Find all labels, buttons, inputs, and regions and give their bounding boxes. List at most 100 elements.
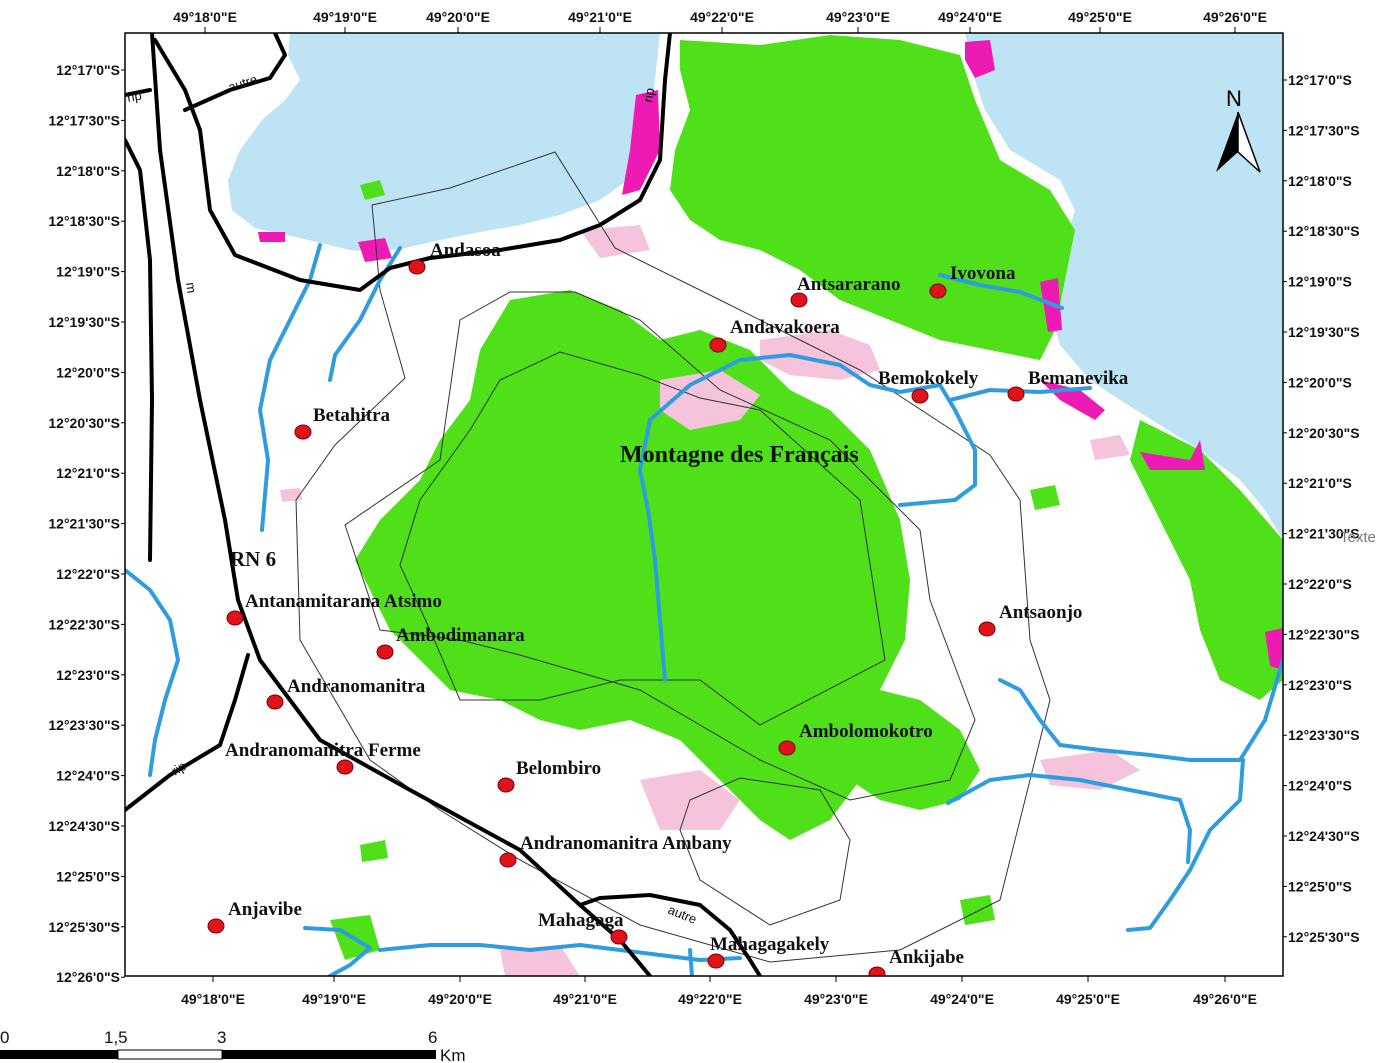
road-rip-small	[125, 88, 152, 97]
village-label: Andasoa	[430, 240, 501, 261]
right-tick-label: 12°19'0"S	[1288, 274, 1352, 290]
top-tick-label: 49°23'0"E	[826, 9, 890, 25]
right-tick-label: 12°19'30"S	[1288, 324, 1360, 340]
forest-patch-central	[355, 290, 910, 840]
left-tick-label: 12°17'30"S	[48, 112, 120, 128]
top-tick-label: 49°20'0"E	[426, 9, 490, 25]
top-tick-label: 49°18'0"E	[173, 9, 237, 25]
bay-water-northeast	[965, 33, 1283, 540]
village-marker-icon	[929, 283, 947, 299]
road-rn6-label: RN 6	[230, 547, 276, 571]
right-tick-label: 12°25'0"S	[1288, 878, 1352, 894]
river-7	[998, 658, 1283, 762]
water-layer	[228, 33, 1283, 540]
village-label: Anjavibe	[228, 899, 302, 920]
left-tick-label: 12°18'30"S	[48, 213, 120, 229]
village-marker-icon	[610, 929, 628, 945]
village-marker-icon	[336, 759, 354, 775]
village-marker-icon	[778, 740, 796, 756]
village-marker-icon	[911, 388, 929, 404]
top-tick-label: 49°25'0"E	[1068, 9, 1132, 25]
scale-segment-2	[117, 1049, 223, 1060]
village-label: Mahagagakely	[710, 934, 830, 955]
bottom-tick-label: 49°25'0"E	[1056, 991, 1120, 1007]
scale-unit: Km	[440, 1046, 466, 1063]
right-tick-label: 12°23'30"S	[1288, 727, 1360, 743]
top-tick-label: 49°22'0"E	[690, 9, 754, 25]
mangrove-east	[1140, 440, 1205, 470]
bottom-tick-label: 49°26'0"E	[1193, 991, 1257, 1007]
forest-patch-east	[1130, 420, 1283, 700]
right-tick-label: 12°20'30"S	[1288, 425, 1360, 441]
bay-water-northwest	[228, 33, 660, 252]
boundary-middle	[344, 291, 976, 801]
bottom-tick-label: 49°18'0"E	[181, 991, 245, 1007]
top-tick-label: 49°24'0"E	[938, 9, 1002, 25]
left-tick-label: 12°24'0"S	[56, 768, 120, 784]
village-marker-icon	[207, 918, 225, 934]
bottom-tick-label: 49°21'0"E	[553, 991, 617, 1007]
boundary-south-loop	[679, 777, 851, 926]
bottom-tick-label: 49°24'0"E	[930, 991, 994, 1007]
left-tick-label: 12°17'0"S	[56, 62, 120, 78]
mangrove-strip-northwest	[622, 90, 660, 195]
boundary-inner	[399, 351, 886, 726]
river-3	[125, 568, 180, 777]
river-12	[688, 948, 694, 976]
left-tick-label: 12°25'0"S	[56, 868, 120, 884]
village-label: Andranomanitra Ferme	[225, 740, 421, 761]
village-marker-icon	[266, 694, 284, 710]
left-tick-label: 12°21'0"S	[56, 465, 120, 481]
road-label-m: m	[183, 281, 199, 294]
right-tick-label: 12°22'0"S	[1288, 576, 1352, 592]
village-label: Ambodimanara	[396, 625, 525, 646]
village-marker-icon	[376, 644, 394, 660]
left-tick-label: 12°22'30"S	[48, 616, 120, 632]
top-tick-label: 49°19'0"E	[313, 9, 377, 25]
village-label: Bemanevika	[1028, 368, 1129, 389]
mangrove-north	[965, 40, 995, 78]
forest-patch-small-5	[360, 840, 388, 862]
left-tick-label: 12°21'30"S	[48, 516, 120, 532]
village-marker-icon	[868, 966, 886, 976]
left-tick-label: 12°23'30"S	[48, 717, 120, 733]
road-layer	[125, 33, 762, 976]
coordinate-ticks: 49°18'0"E 49°19'0"E 49°20'0"E 49°21'0"E 49°2…	[48, 9, 1359, 1007]
map-content: Montagne des Français RN 6 autre rip rip…	[125, 33, 1283, 976]
bottom-tick-label: 49°20'0"E	[428, 991, 492, 1007]
village-marker-icon	[497, 777, 515, 793]
river-4	[638, 353, 977, 682]
bottom-tick-label: 49°22'0"E	[678, 991, 742, 1007]
left-tick-label: 12°22'0"S	[56, 566, 120, 582]
village-marker-icon	[790, 292, 808, 308]
top-tick-label: 49°26'0"E	[1203, 9, 1267, 25]
left-tick-label: 12°19'30"S	[48, 314, 120, 330]
village-label: Bemokokely	[878, 368, 979, 389]
right-tick-label: 12°21'0"S	[1288, 475, 1352, 491]
left-tick-label: 12°25'30"S	[48, 919, 120, 935]
village-marker-icon	[226, 610, 244, 626]
village-label: Andranomanitra	[287, 676, 426, 697]
forest-patch-northeast	[670, 35, 1075, 360]
village-marker-icon	[707, 953, 725, 969]
right-tick-label: 12°17'30"S	[1288, 122, 1360, 138]
right-overlap-text: Texte	[1340, 529, 1376, 546]
river-9	[1126, 758, 1245, 932]
map-frame-border	[124, 32, 1284, 977]
boundary-lines	[295, 151, 1051, 963]
scale-label-6: 6	[428, 1028, 437, 1047]
river-11	[378, 943, 742, 962]
village-label: Mahagaga	[538, 910, 624, 931]
road-label-rip-top: rip	[640, 87, 657, 104]
village-label: Ambolomokotro	[799, 721, 933, 742]
village-label: Ivovona	[950, 263, 1016, 284]
road-autre-top	[183, 33, 287, 112]
river-10	[303, 926, 372, 976]
mangrove-west	[258, 232, 285, 242]
pink-patch-north	[580, 225, 650, 258]
right-tick-label: 12°17'0"S	[1288, 72, 1352, 88]
village-marker-icon	[408, 259, 426, 275]
scale-segment-3	[222, 1050, 436, 1059]
village-label: Belombiro	[516, 758, 601, 779]
